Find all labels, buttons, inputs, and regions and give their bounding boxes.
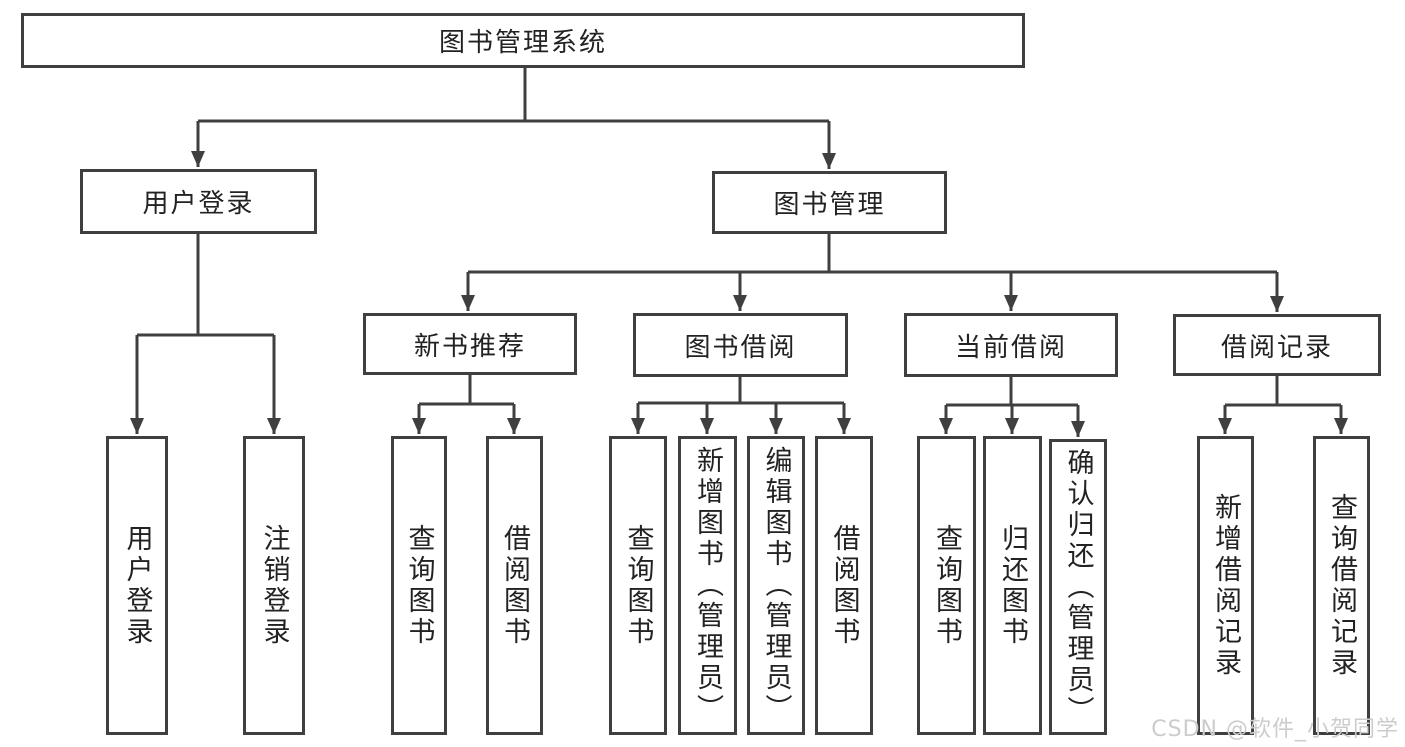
connector-root-to-level2 (191, 68, 836, 169)
node-leaf-query-books-recommend-label: 查询图书 (403, 523, 435, 648)
node-book-borrowing-label: 图书借阅 (684, 332, 797, 363)
node-new-book-recommend: 新书推荐 (363, 313, 577, 375)
node-leaf-query-books-current: 查询图书 (917, 436, 976, 735)
node-leaf-return-books-label: 归还图书 (997, 523, 1028, 648)
node-leaf-add-borrow-record: 新增借阅记录 (1197, 436, 1254, 735)
node-current-borrowing: 当前借阅 (904, 313, 1118, 377)
connector-user-login-children (130, 234, 281, 434)
node-leaf-logout-label: 注销登录 (258, 523, 290, 648)
connector-new-book-recommend-children (412, 375, 521, 434)
node-leaf-edit-books-admin-label: 编辑图书（管理员） (760, 446, 792, 725)
node-new-book-recommend-label: 新书推荐 (413, 331, 526, 362)
node-leaf-logout: 注销登录 (243, 436, 305, 735)
connector-borrowing-records-children (1218, 376, 1348, 434)
node-book-borrowing: 图书借阅 (633, 313, 848, 377)
node-borrowing-records-label: 借阅记录 (1220, 332, 1333, 363)
node-leaf-add-books-admin-label: 新增图书（管理员） (692, 446, 723, 725)
node-leaf-borrow-books-recommend: 借阅图书 (486, 436, 543, 735)
node-leaf-query-books-borrowing-label: 查询图书 (622, 523, 654, 648)
node-book-management-label: 图书管理 (773, 190, 886, 220)
node-root: 图书管理系统 (21, 13, 1025, 68)
node-leaf-query-books-current-label: 查询图书 (931, 523, 962, 648)
node-leaf-query-books-borrowing: 查询图书 (609, 436, 667, 735)
node-leaf-query-books-recommend: 查询图书 (391, 436, 447, 735)
node-root-label: 图书管理系统 (438, 28, 607, 58)
node-leaf-add-books-admin: 新增图书（管理员） (678, 436, 737, 735)
csdn-watermark: CSDN @软件_小贺同学 (1151, 717, 1399, 742)
node-leaf-confirm-return-admin-label: 确认归还（管理员） (1062, 447, 1094, 727)
connector-book-management-children (461, 234, 1284, 312)
connector-current-borrowing-children (939, 377, 1085, 437)
node-leaf-borrow-books-borrowing-label: 借阅图书 (828, 523, 860, 648)
node-leaf-confirm-return-admin: 确认归还（管理员） (1049, 439, 1107, 735)
node-borrowing-records: 借阅记录 (1173, 314, 1381, 376)
node-leaf-return-books: 归还图书 (983, 436, 1042, 735)
node-current-borrowing-label: 当前借阅 (954, 332, 1067, 363)
node-leaf-user-login: 用户登录 (106, 436, 168, 735)
node-user-login: 用户登录 (80, 169, 317, 234)
node-leaf-query-borrow-record: 查询借阅记录 (1313, 436, 1370, 735)
node-leaf-edit-books-admin: 编辑图书（管理员） (747, 436, 805, 735)
node-leaf-query-borrow-record-label: 查询借阅记录 (1326, 492, 1357, 679)
node-user-login-label: 用户登录 (142, 189, 255, 219)
node-leaf-borrow-books-borrowing: 借阅图书 (815, 436, 873, 735)
node-leaf-user-login-label: 用户登录 (121, 523, 153, 648)
node-book-management: 图书管理 (712, 171, 947, 234)
node-leaf-add-borrow-record-label: 新增借阅记录 (1210, 492, 1241, 679)
node-leaf-borrow-books-recommend-label: 借阅图书 (499, 523, 530, 648)
connector-book-borrowing-children (631, 377, 851, 434)
